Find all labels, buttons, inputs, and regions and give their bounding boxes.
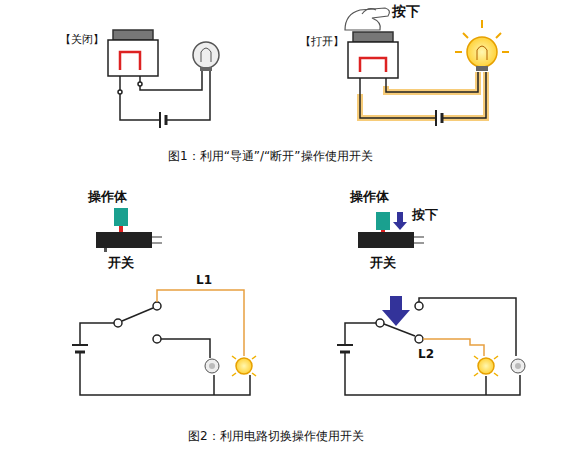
bulb-off: [193, 42, 219, 71]
bulb-small-off-right: [511, 359, 525, 373]
switch-off: [108, 30, 158, 94]
part-name: 开关: [370, 256, 396, 270]
figure-caption: 图1：利用“导通”/“断开”操作使用开关: [168, 150, 373, 163]
part-name: 开关: [108, 256, 134, 270]
line-label: L1: [196, 274, 212, 287]
bulb-small-on-left: [232, 356, 256, 376]
part-name: 操作体: [350, 190, 389, 204]
circuit-left: [72, 290, 250, 395]
press-arrow: [382, 296, 410, 326]
figure-caption: 图2：利用电路切换操作使用开关: [188, 430, 364, 443]
state-tag: 【打开】: [300, 36, 344, 48]
actuator-left: [96, 208, 162, 252]
bulb-on: [455, 20, 509, 71]
wires-fig1-left: [120, 69, 210, 128]
action-label: 按下: [412, 208, 438, 222]
switch-on: [348, 32, 398, 94]
circuit-right: [337, 298, 520, 395]
bulb-small-on-right: [474, 356, 498, 376]
current-path: [360, 72, 486, 126]
line-label: L2: [418, 348, 434, 361]
action-label: 按下: [392, 4, 420, 19]
state-tag: 【关闭】: [60, 34, 104, 46]
part-name: 操作体: [88, 190, 127, 204]
hand: [345, 8, 389, 30]
bulb-small-off-left: [205, 359, 219, 373]
